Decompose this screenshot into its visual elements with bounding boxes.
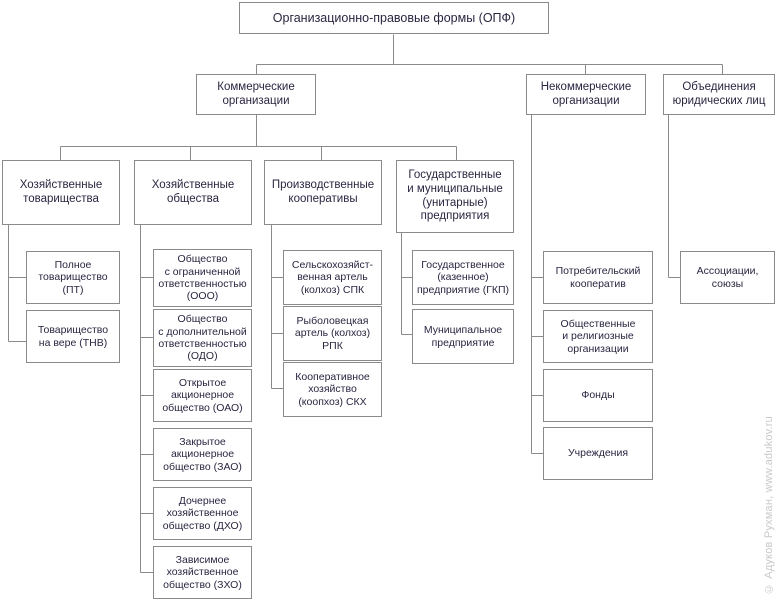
node-legal-entity-unions[interactable]: Объединения юридических лиц [663,74,775,115]
node-fishing-artel-rpk[interactable]: Рыболовецкая артель (колхоз) РПК [283,306,382,361]
node-dependent-company-zho[interactable]: Зависимое хозяйственное общество (ЗХО) [153,546,252,599]
node-funds[interactable]: Фонды [543,369,653,422]
node-municipal-enterprise[interactable]: Муниципальное предприятие [412,309,514,364]
node-public-religious-organizations[interactable]: Общественные и религиозные организации [543,310,653,363]
node-full-partnership-pt[interactable]: Полное товарищество (ПТ) [26,251,120,304]
node-limited-partnership-tnv[interactable]: Товарищество на вере (ТНВ) [26,310,120,363]
watermark-credit: © Адуков Рухман, www.adukov.ru [763,415,775,594]
node-aldl-odo[interactable]: Общество с дополнительной ответственност… [153,309,252,367]
node-institutions[interactable]: Учреждения [543,427,653,480]
node-business-societies[interactable]: Хозяйственные общества [134,160,252,225]
node-closed-joint-stock-zao[interactable]: Закрытое акционерное общество (ЗАО) [153,428,252,481]
node-llc-ooo[interactable]: Общество с ограниченной ответственностью… [153,249,252,307]
node-subsidiary-company-dho[interactable]: Дочернее хозяйственное общество (ДХО) [153,487,252,540]
node-cooperative-farm-skh[interactable]: Кооперативное хозяйство (коопхоз) СКХ [283,362,382,417]
node-state-municipal-enterprises[interactable]: Государственные и муниципальные (унитарн… [396,160,514,233]
node-state-treasury-enterprise-gkp[interactable]: Государственное (казенное) предприятие (… [412,250,514,305]
node-commercial-organizations[interactable]: Коммерческие организации [196,74,316,115]
node-consumer-cooperative[interactable]: Потребительский кооператив [543,251,653,304]
node-root[interactable]: Организационно-правовые формы (ОПФ) [239,2,549,34]
node-noncommercial-organizations[interactable]: Некоммерческие организации [526,74,646,115]
node-production-cooperatives[interactable]: Производственные кооперативы [264,160,382,225]
node-open-joint-stock-oao[interactable]: Открытое акционерное общество (ОАО) [153,369,252,422]
node-agricultural-artel-spk[interactable]: Сельскохозяйст- венная артель (колхоз) С… [283,250,382,305]
node-associations-unions[interactable]: Ассоциации, союзы [680,251,775,304]
node-business-partnerships[interactable]: Хозяйственные товарищества [2,160,120,225]
